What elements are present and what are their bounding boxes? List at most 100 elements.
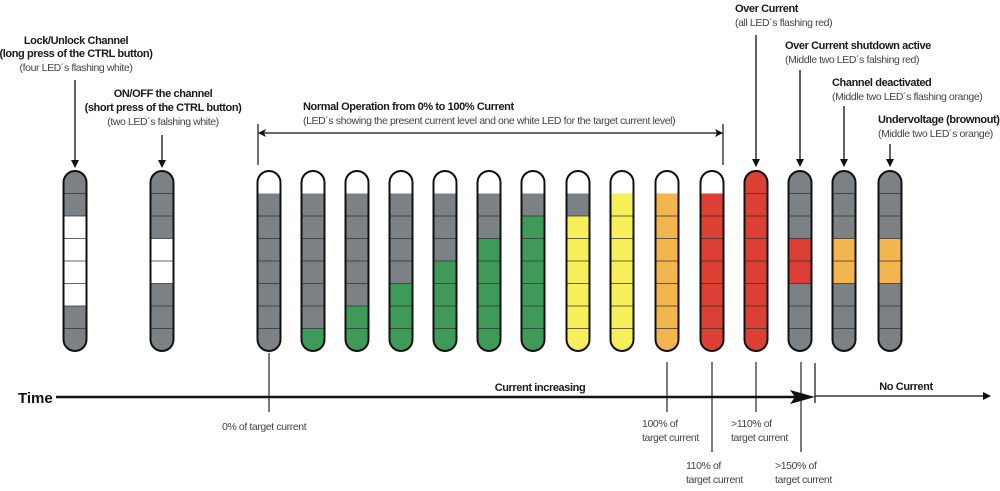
annotation-deactivated: Channel deactivated (Middle two LED´s fl…: [832, 77, 983, 103]
undervoltage-sub: (Middle two LED´s orange): [878, 128, 993, 140]
led-bar-outline: [256, 170, 282, 352]
led-segment-white: [433, 171, 457, 194]
led-segment-gray: [301, 238, 325, 261]
led-bar: [654, 170, 680, 352]
led-segment-gray: [832, 171, 856, 194]
led-segment-white: [521, 171, 545, 194]
led-bar: [831, 170, 857, 352]
led-segment-red: [700, 306, 724, 329]
led-bar: [609, 170, 635, 352]
led-segment-gray: [878, 283, 902, 306]
led-segment-gray: [788, 328, 812, 351]
led-segment-orange: [655, 193, 679, 216]
led-segment-green: [521, 328, 545, 351]
led-bar: [432, 170, 458, 352]
led-segment-white: [655, 171, 679, 194]
led-segment-red: [700, 238, 724, 261]
led-segment-gray: [788, 193, 812, 216]
led-segment-white: [257, 171, 281, 194]
led-segment-green: [477, 238, 501, 261]
led-segment-yellow: [610, 238, 634, 261]
led-segment-green: [433, 283, 457, 306]
led-segment-white: [150, 238, 174, 261]
marker-110-l1: 110% of: [686, 460, 721, 472]
no-current-label: No Current: [879, 381, 933, 393]
led-bar: [877, 170, 903, 352]
marker-gt110-l2: target current: [731, 432, 788, 444]
led-segment-red: [744, 328, 768, 351]
led-segment-gray: [345, 216, 369, 239]
led-segment-gray: [150, 171, 174, 194]
led-segment-gray: [63, 306, 87, 329]
led-segment-yellow: [566, 283, 590, 306]
led-segment-yellow: [610, 283, 634, 306]
led-segment-gray: [878, 193, 902, 216]
onoff-sub: (two LED´s falshing white): [107, 116, 219, 128]
led-segment-yellow: [610, 328, 634, 351]
led-segment-gray: [433, 216, 457, 239]
led-segment-orange: [878, 238, 902, 261]
marker-0-label: 0% of target current: [222, 421, 307, 433]
led-segment-gray: [832, 328, 856, 351]
led-segment-green: [389, 328, 413, 351]
led-bar: [520, 170, 546, 352]
led-segment-white: [389, 171, 413, 194]
led-segment-gray: [788, 171, 812, 194]
led-segment-white: [610, 171, 634, 194]
led-segment-yellow: [566, 216, 590, 239]
led-segment-gray: [477, 193, 501, 216]
onoff-line2: (short press of the CTRL button): [85, 102, 243, 114]
led-bars: [62, 170, 903, 352]
led-segment-gray: [878, 216, 902, 239]
normal-title: Normal Operation from 0% to 100% Current: [303, 101, 515, 113]
led-segment-gray: [878, 328, 902, 351]
led-segment-orange: [655, 216, 679, 239]
arrow-head-icon: [790, 390, 815, 404]
led-segment-green: [521, 238, 545, 261]
led-bar-outline: [62, 170, 88, 352]
marker-100-l2: target current: [642, 432, 699, 444]
led-segment-green: [301, 328, 325, 351]
led-segment-orange: [832, 238, 856, 261]
led-segment-gray: [345, 261, 369, 284]
led-segment-gray: [150, 306, 174, 329]
led-segment-gray: [257, 216, 281, 239]
led-segment-gray: [301, 306, 325, 329]
led-segment-white: [566, 171, 590, 194]
led-segment-red: [744, 261, 768, 284]
led-segment-green: [433, 328, 457, 351]
led-segment-red: [788, 238, 812, 261]
led-segment-gray: [878, 306, 902, 329]
led-segment-gray: [788, 283, 812, 306]
led-segment-gray: [788, 306, 812, 329]
led-bar: [344, 170, 370, 352]
led-segment-white: [63, 283, 87, 306]
led-segment-green: [433, 306, 457, 329]
led-bar: [699, 170, 725, 352]
marker-gt150-l1: >150% of: [775, 460, 817, 472]
overcurrent-title: Over Current: [735, 3, 799, 15]
led-segment-green: [521, 306, 545, 329]
led-bar: [787, 170, 813, 352]
shutdown-sub: (Middle two LED´s falshing red): [785, 54, 919, 66]
led-segment-red: [700, 193, 724, 216]
led-segment-yellow: [610, 193, 634, 216]
annotation-undervoltage: Undervoltage (brownout) (Middle two LED´…: [878, 114, 1000, 140]
led-segment-white: [477, 171, 501, 194]
led-segment-gray: [63, 328, 87, 351]
led-segment-orange: [832, 261, 856, 284]
led-bar-outline: [654, 170, 680, 352]
overcurrent-sub: (all LED´s flashing red): [735, 17, 832, 29]
led-bar-outline: [831, 170, 857, 352]
led-segment-gray: [389, 238, 413, 261]
led-bar-outline: [787, 170, 813, 352]
led-segment-gray: [301, 283, 325, 306]
led-segment-green: [345, 306, 369, 329]
led-bar-outline: [520, 170, 546, 352]
led-segment-gray: [257, 261, 281, 284]
led-segment-white: [63, 261, 87, 284]
led-segment-yellow: [610, 306, 634, 329]
led-segment-yellow: [566, 306, 590, 329]
led-segment-gray: [301, 193, 325, 216]
led-segment-gray: [345, 238, 369, 261]
